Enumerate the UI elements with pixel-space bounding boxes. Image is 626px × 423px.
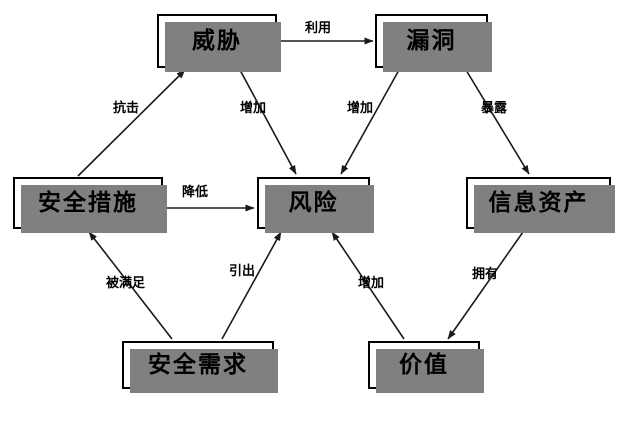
edge-label-threat-exploits-vulnerability: 利用 — [305, 21, 332, 36]
node-requirement[interactable]: 安全需求 — [122, 341, 278, 393]
node-risk[interactable]: 风险 — [257, 177, 374, 233]
edge-label-vulnerability-exposes-asset: 暴露 — [481, 101, 508, 116]
edge-label-value-increases-risk: 增加 — [358, 276, 385, 291]
edge-label-asset-owns-value: 拥有 — [472, 267, 499, 282]
edge-requirement-derives-risk — [221, 231, 282, 340]
edge-asset-owns-value — [447, 231, 524, 340]
edge-label-requirement-derives-risk: 引出 — [229, 264, 256, 279]
node-safeguard[interactable]: 安全措施 — [13, 177, 167, 233]
node-label-value: 价值 — [399, 351, 449, 378]
edge-safeguard-resists-threat — [77, 69, 186, 177]
edge-value-increases-risk — [331, 231, 405, 340]
edge-label-requirement-satisfies-safeguard: 被满足 — [106, 276, 146, 291]
node-label-requirement: 安全需求 — [148, 351, 248, 378]
node-asset[interactable]: 信息资产 — [466, 177, 615, 233]
node-vulnerability[interactable]: 漏洞 — [375, 14, 492, 72]
node-value[interactable]: 价值 — [368, 341, 484, 393]
edge-label-threat-increases-risk: 增加 — [240, 101, 267, 116]
edge-requirement-satisfies-safeguard — [88, 231, 173, 340]
edge-threat-increases-risk — [239, 69, 297, 175]
edge-label-vulnerability-increases-risk: 增加 — [347, 101, 374, 116]
node-label-threat: 威胁 — [192, 27, 242, 54]
node-label-asset: 信息资产 — [488, 189, 589, 216]
node-label-risk: 风险 — [288, 189, 339, 216]
edge-label-safeguard-resists-threat: 抗击 — [113, 101, 140, 116]
edge-vulnerability-increases-risk — [340, 69, 400, 175]
edge-vulnerability-exposes-asset — [465, 69, 530, 175]
node-label-vulnerability: 漏洞 — [406, 27, 457, 54]
node-threat[interactable]: 威胁 — [157, 14, 281, 72]
edge-label-safeguard-reduces-risk: 降低 — [182, 185, 209, 200]
node-label-safeguard: 安全措施 — [38, 189, 138, 216]
